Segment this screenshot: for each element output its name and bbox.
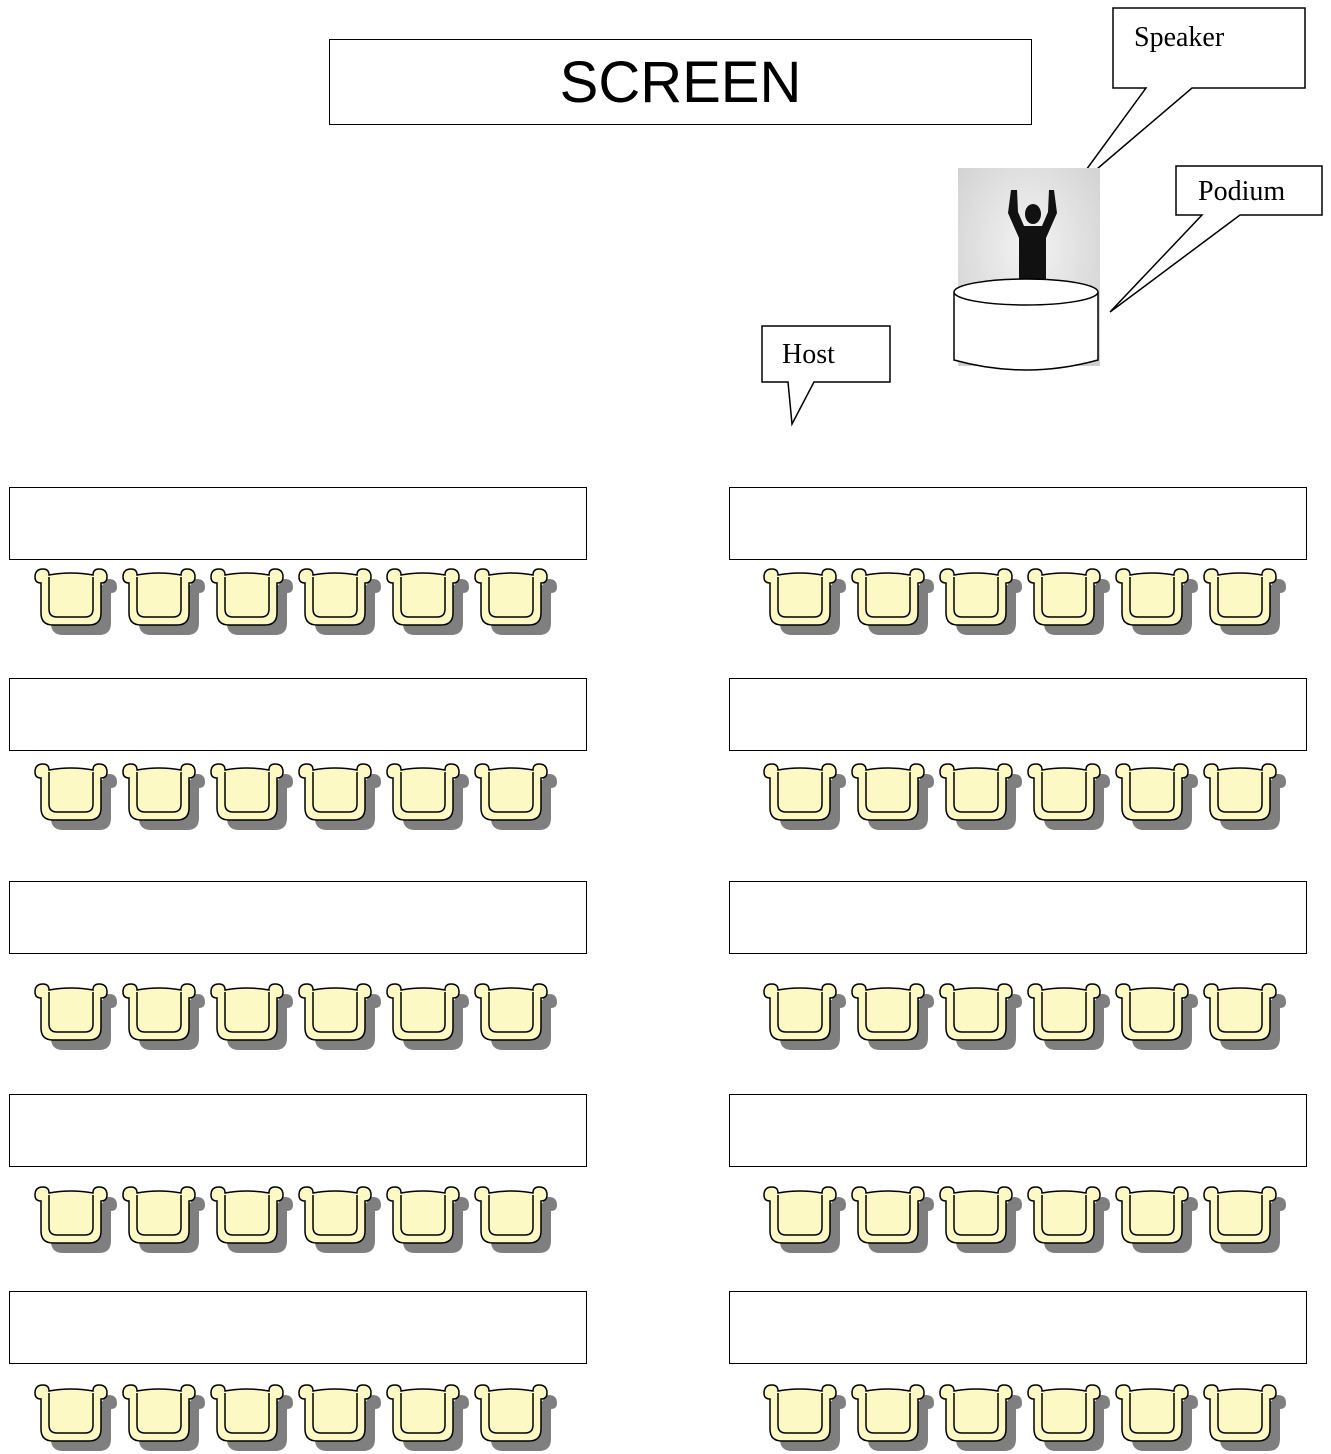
seating-area <box>34 568 1286 1451</box>
chair-icon <box>122 763 205 830</box>
chair-icon <box>386 983 469 1050</box>
table-left-row-2 <box>9 678 587 751</box>
chair-icon <box>851 1384 934 1451</box>
chair-icon <box>763 983 846 1050</box>
chair-icon <box>210 983 293 1050</box>
chair-icon <box>763 1186 846 1253</box>
chair-icon <box>1203 568 1286 635</box>
chair-icon <box>122 983 205 1050</box>
chair-icon <box>763 568 846 635</box>
table-right-row-4 <box>729 1094 1307 1167</box>
chair-icon <box>1203 763 1286 830</box>
speaker-callout <box>1069 7 1306 193</box>
chair-icon <box>1115 983 1198 1050</box>
chair-icon <box>939 983 1022 1050</box>
chair-icon <box>298 1384 381 1451</box>
chair-icon <box>122 568 205 635</box>
table-left-row-4 <box>9 1094 587 1167</box>
chair-icon <box>210 1384 293 1451</box>
chair-icon <box>851 763 934 830</box>
table-right-row-3 <box>729 881 1307 954</box>
chair-icon <box>1027 983 1110 1050</box>
chair-icon <box>939 568 1022 635</box>
chair-icon <box>474 763 557 830</box>
host-callout <box>761 325 891 427</box>
chair-icon <box>1115 568 1198 635</box>
table-right-row-1 <box>729 487 1307 560</box>
chair-icon <box>122 1186 205 1253</box>
chair-icon <box>1115 1384 1198 1451</box>
host-label: Host <box>782 339 835 370</box>
chair-icon <box>1027 568 1110 635</box>
chair-icon <box>34 1186 117 1253</box>
chair-icon <box>939 763 1022 830</box>
chair-icon <box>851 983 934 1050</box>
chair-icon <box>34 1384 117 1451</box>
chair-icon <box>298 568 381 635</box>
chair-icon <box>34 763 117 830</box>
chair-icon <box>34 568 117 635</box>
table-right-row-5 <box>729 1291 1307 1364</box>
chair-icon <box>386 568 469 635</box>
chair-icon <box>298 763 381 830</box>
chair-icon <box>474 983 557 1050</box>
chair-icon <box>1203 1186 1286 1253</box>
chair-icon <box>763 763 846 830</box>
speaker-label: Speaker <box>1134 22 1225 53</box>
chair-icon <box>1027 763 1110 830</box>
chair-icon <box>210 568 293 635</box>
table-left-row-1 <box>9 487 587 560</box>
chair-icon <box>122 1384 205 1451</box>
screen-label: SCREEN <box>559 49 802 115</box>
chair-icon <box>1027 1186 1110 1253</box>
chair-icon <box>34 983 117 1050</box>
chair-icon <box>1115 763 1198 830</box>
chair-icon <box>210 763 293 830</box>
chair-icon <box>298 1186 381 1253</box>
chair-icon <box>386 1384 469 1451</box>
chair-icon <box>763 1384 846 1451</box>
table-left-row-5 <box>9 1291 587 1364</box>
chair-icon <box>1203 983 1286 1050</box>
chair-icon <box>1203 1384 1286 1451</box>
chair-icon <box>386 763 469 830</box>
chair-icon <box>851 568 934 635</box>
chair-icon <box>939 1186 1022 1253</box>
chair-icon <box>474 1186 557 1253</box>
chair-icon <box>474 1384 557 1451</box>
table-right-row-2 <box>729 678 1307 751</box>
podium-icon <box>953 278 1099 371</box>
chair-icon <box>1027 1384 1110 1451</box>
chair-icon <box>474 568 557 635</box>
chair-icon <box>386 1186 469 1253</box>
podium-callout <box>1109 165 1323 313</box>
table-left-row-3 <box>9 881 587 954</box>
chair-icon <box>851 1186 934 1253</box>
podium-label: Podium <box>1198 176 1286 207</box>
screen: SCREEN <box>329 39 1032 125</box>
chair-icon <box>210 1186 293 1253</box>
chair-icon <box>1115 1186 1198 1253</box>
chair-icon <box>298 983 381 1050</box>
chair-icon <box>939 1384 1022 1451</box>
